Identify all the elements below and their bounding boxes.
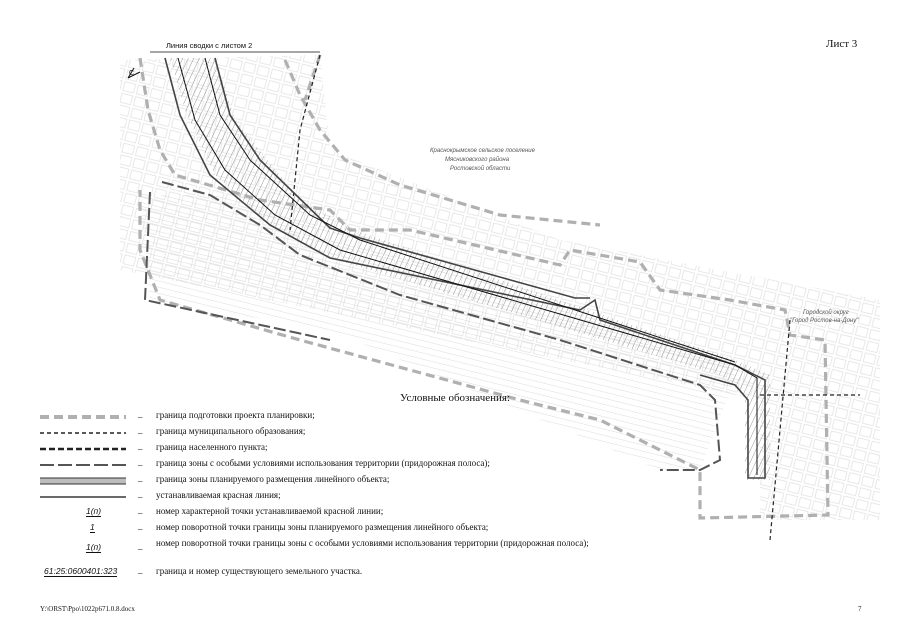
red-line-2 <box>204 57 736 363</box>
roadside-zone <box>161 181 722 471</box>
legend-item-municipal-boundary: – граница муниципального образования; <box>38 426 598 440</box>
sheet-link-label: Линия сводки с листом 2 <box>166 41 253 50</box>
footer-file-path: Y:\ORST\Ppo\1022p671.0.8.docx <box>40 605 135 613</box>
object-zone-inner <box>214 57 590 299</box>
legend-title: Условные обозначения: <box>400 392 511 404</box>
legend-item-red-line: – устанавливаемая красная линия; <box>38 490 598 504</box>
legend-text: граница зоны с особыми условиями использ… <box>156 458 490 468</box>
point-roadside-icon: 1(п) <box>86 542 102 553</box>
sheet-label: Лист 3 <box>826 38 858 50</box>
svg-text:С: С <box>129 70 134 77</box>
legend-text: граница муниципального образования; <box>156 426 306 436</box>
settlement-label-3: Ростовской области <box>450 165 511 172</box>
legend-item-roadside-point: 1(п) – номер поворотной точки границы зо… <box>38 538 598 564</box>
double-line-gray-band-icon <box>40 477 126 485</box>
roadside-zone-outer <box>143 191 331 341</box>
long-dash-line-icon <box>40 464 126 466</box>
legend-item-planning-boundary: – граница подготовки проекта планировки; <box>38 410 598 424</box>
north-arrow-icon <box>127 67 141 79</box>
legend-item-parcel: 61:25:0600401:323 – граница и номер суще… <box>38 566 598 580</box>
point-zone-icon: 1 <box>90 522 95 533</box>
settlement-label-2: Мясниковского района <box>445 156 510 163</box>
red-line <box>177 57 758 475</box>
settlement-label-1: Краснокрымское сельское поселение <box>430 148 536 154</box>
city-label-1: Городской округ <box>803 309 849 316</box>
city-label-group: Городской округ "Город Ростов-на-Дону" <box>790 309 859 324</box>
footer-page-number: 7 <box>858 605 862 613</box>
planning-boundary <box>138 57 830 520</box>
legend-item-settlement-boundary: – граница населенного пункта; <box>38 442 598 456</box>
legend-text: номер характерной точки устанавливаемой … <box>156 506 384 516</box>
municipal-boundary <box>289 54 321 231</box>
parcel-number-icon: 61:25:0600401:323 <box>44 566 118 577</box>
legend-item-object-zone: – граница зоны планируемого размещения л… <box>38 474 598 488</box>
legend-item-red-line-point: 1(п) – номер характерной точки устанавли… <box>38 506 598 520</box>
city-label-2: "Город Ростов-на-Дону" <box>790 318 859 324</box>
legend-text: граница подготовки проекта планировки; <box>156 410 315 420</box>
solid-line-icon <box>40 496 126 498</box>
field-lines <box>140 195 740 470</box>
legend-item-zone-point: 1 – номер поворотной точки границы зоны … <box>38 522 598 536</box>
legend-item-roadside-zone: – граница зоны с особыми условиями испол… <box>38 458 598 472</box>
planning-boundary-north <box>283 59 601 227</box>
legend-text: устанавливаемая красная линия; <box>156 490 281 500</box>
dashed-line-thick-icon <box>40 447 126 451</box>
dashed-line-medium-icon <box>40 432 126 434</box>
object-zone <box>164 57 766 479</box>
legend-text: номер поворотной точки границы зоны с ос… <box>156 538 589 548</box>
municipal-boundary-east-v <box>769 319 791 541</box>
legend-text: граница зоны планируемого размещения лин… <box>156 474 390 484</box>
gray-dashed-line-icon <box>40 415 126 419</box>
legend-text: номер поворотной точки границы зоны план… <box>156 522 489 532</box>
settlement-label-group: Краснокрымское сельское поселение Мясник… <box>430 148 536 172</box>
legend-text: граница населенного пункта; <box>156 442 268 452</box>
point-red-line-icon: 1(п) <box>86 506 102 517</box>
legend-text: граница и номер существующего земельного… <box>156 566 363 576</box>
